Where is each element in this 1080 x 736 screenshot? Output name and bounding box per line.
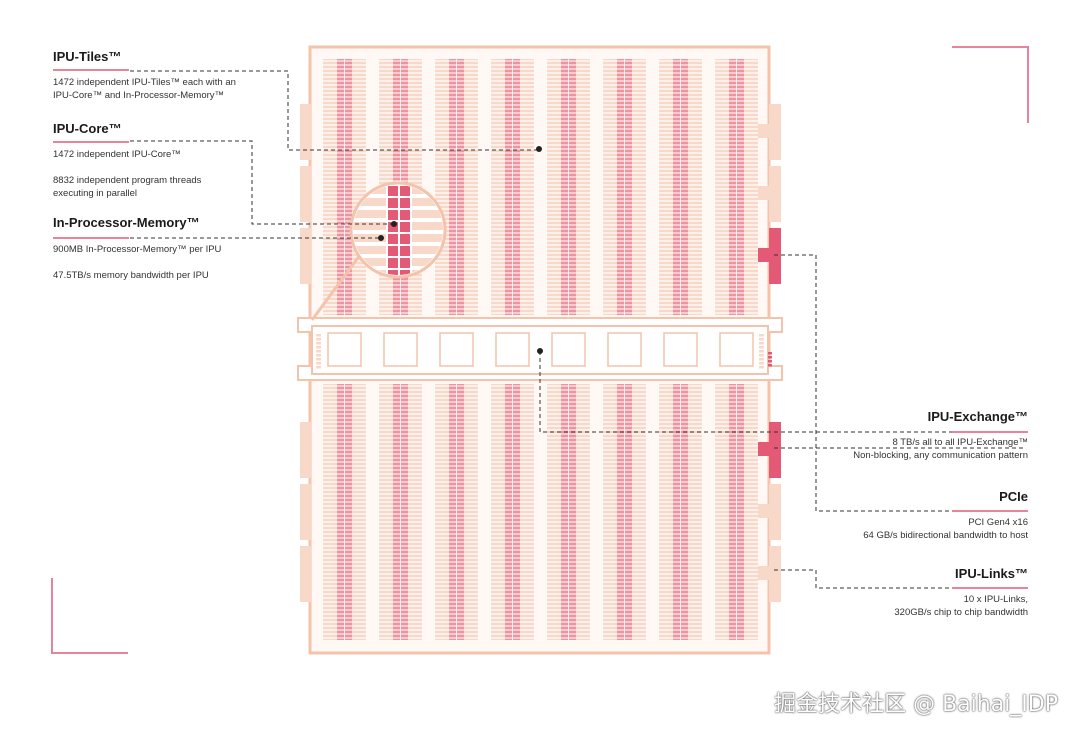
ipu-tiles-label: IPU-Tiles™ 1472 independent IPU-Tiles™ e… xyxy=(53,49,293,102)
tile-column xyxy=(435,384,478,640)
right-connector xyxy=(769,546,781,602)
ipu-links-desc: 10 x IPU-Links, 320GB/s chip to chip ban… xyxy=(768,593,1028,619)
connector-tab xyxy=(758,442,770,456)
exchange-box xyxy=(607,332,642,367)
left-connector xyxy=(300,166,311,222)
ipu-links-title: IPU-Links™ xyxy=(955,566,1028,581)
in-processor-memory-title: In-Processor-Memory™ xyxy=(53,215,200,230)
ipu-exchange-desc-line-2: Non-blocking, any communication pattern xyxy=(853,450,1028,461)
right-connector xyxy=(769,422,781,478)
exchange-box xyxy=(327,332,362,367)
tile-column xyxy=(379,384,422,640)
exchange-box xyxy=(551,332,586,367)
pcie-desc-line-1: PCI Gen4 x16 xyxy=(968,517,1028,528)
ipu-tiles-desc: 1472 independent IPU-Tiles™ each with an… xyxy=(53,76,293,102)
right-connector xyxy=(769,228,781,284)
ipu-links-desc-line-1: 10 x IPU-Links, xyxy=(963,594,1028,605)
ipu-tiles-title: IPU-Tiles™ xyxy=(53,49,122,64)
ipu-tiles-underline xyxy=(53,69,129,71)
pcie-desc: PCI Gen4 x16 64 GB/s bidirectional bandw… xyxy=(768,516,1028,542)
right-connector xyxy=(769,166,781,222)
in-processor-memory-desc-line-1: 900MB In-Processor-Memory™ per IPU xyxy=(53,244,222,255)
exchange-box xyxy=(719,332,754,367)
right-connector xyxy=(769,104,781,160)
ipu-core-desc-line-2: 8832 independent program threads xyxy=(53,175,202,186)
ipu-exchange-desc: 8 TB/s all to all IPU-Exchange™ Non-bloc… xyxy=(768,436,1028,462)
ipu-core-desc-line-3: executing in parallel xyxy=(53,188,137,199)
leader-dots xyxy=(378,146,543,354)
watermark: 掘金技术社区 @ Baihai_IDP xyxy=(774,692,1058,717)
ipu-core-desc-spacer xyxy=(53,161,293,174)
ipu-core-title: IPU-Core™ xyxy=(53,121,122,136)
tile-column xyxy=(603,384,646,640)
in-processor-memory-desc: 900MB In-Processor-Memory™ per IPU 47.5T… xyxy=(53,243,293,282)
exchange-box xyxy=(383,332,418,367)
tile-column xyxy=(491,384,534,640)
right-connector xyxy=(769,484,781,540)
pcie-title: PCIe xyxy=(999,489,1028,504)
tile-column xyxy=(547,384,590,640)
ipu-exchange-label: IPU-Exchange™ 8 TB/s all to all IPU-Exch… xyxy=(768,409,1028,462)
exchange-box xyxy=(439,332,474,367)
pcie-desc-line-2: 64 GB/s bidirectional bandwidth to host xyxy=(863,530,1028,541)
corner-brackets xyxy=(51,46,1029,654)
side-connectors xyxy=(300,104,781,602)
connector-tab xyxy=(758,124,770,138)
ipu-tiles-desc-line-2: IPU-Core™ and In-Processor-Memory™ xyxy=(53,90,225,101)
in-processor-memory-desc-spacer xyxy=(53,256,293,269)
exchange-box xyxy=(663,332,698,367)
connector-tab xyxy=(758,248,770,262)
left-connector xyxy=(300,546,311,602)
ipu-exchange-desc-line-1: 8 TB/s all to all IPU-Exchange™ xyxy=(892,437,1028,448)
tile-column xyxy=(715,384,758,640)
connector-tab xyxy=(758,566,770,580)
ipu-core-desc-line-1: 1472 independent IPU-Core™ xyxy=(53,149,181,160)
in-processor-memory-underline xyxy=(53,237,129,239)
left-connector xyxy=(300,422,311,478)
tile-column xyxy=(603,59,646,315)
tile-columns xyxy=(323,59,758,640)
ipu-links-desc-line-2: 320GB/s chip to chip bandwidth xyxy=(894,607,1028,618)
ipu-exchange-underline xyxy=(952,431,1028,433)
ipu-core-underline xyxy=(53,141,129,143)
ipu-tiles-desc-line-1: 1472 independent IPU-Tiles™ each with an xyxy=(53,77,236,88)
connector-tab xyxy=(758,504,770,518)
left-connector xyxy=(300,484,311,540)
tile-column xyxy=(659,384,702,640)
pcie-label: PCIe PCI Gen4 x16 64 GB/s bidirectional … xyxy=(768,489,1028,542)
tile-column xyxy=(323,59,366,315)
tile-column xyxy=(547,59,590,315)
ipu-exchange-title: IPU-Exchange™ xyxy=(927,409,1028,424)
tile-column xyxy=(491,59,534,315)
tile-column xyxy=(435,59,478,315)
leader-lines xyxy=(130,70,1026,589)
ipu-core-desc: 1472 independent IPU-Core™ 8832 independ… xyxy=(53,148,293,200)
left-connector xyxy=(300,104,311,160)
ipu-links-underline xyxy=(952,587,1028,589)
ipu-links-label: IPU-Links™ 10 x IPU-Links, 320GB/s chip … xyxy=(768,566,1028,619)
in-processor-memory-label: In-Processor-Memory™ 900MB In-Processor-… xyxy=(53,215,293,282)
tile-column xyxy=(323,384,366,640)
pcie-underline xyxy=(952,510,1028,512)
exchange-box xyxy=(495,332,530,367)
connector-tab xyxy=(758,186,770,200)
in-processor-memory-desc-line-2: 47.5TB/s memory bandwidth per IPU xyxy=(53,270,209,281)
ipu-core-label: IPU-Core™ 1472 independent IPU-Core™ 883… xyxy=(53,121,293,200)
tile-column xyxy=(715,59,758,315)
tile-column xyxy=(659,59,702,315)
left-connector xyxy=(300,228,311,284)
